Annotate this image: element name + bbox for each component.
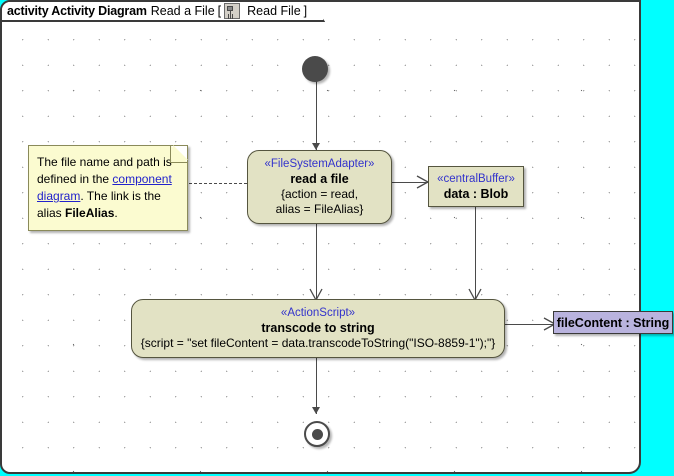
bracket-close: ] [303, 3, 308, 18]
file-content-name: fileContent : String [556, 315, 670, 330]
object-node-central-buffer[interactable]: «centralBuffer» data : Blob [428, 166, 524, 207]
edge-read-to-transcode [316, 224, 317, 299]
note-fold-corner [170, 146, 187, 163]
note-alias-bold: FileAlias [65, 206, 115, 220]
central-buffer-name: data : Blob [443, 186, 509, 201]
edge-read-to-buffer [392, 182, 428, 183]
action-read-a-file[interactable]: «FileSystemAdapter» read a file {action … [247, 150, 392, 224]
edge-transcode-to-filecontent [505, 324, 555, 325]
edge-transcode-to-final [316, 358, 317, 414]
edge-initial-to-read-arrowhead [312, 143, 320, 150]
action-transcode-name: transcode to string [261, 321, 375, 335]
action-transcode-to-string[interactable]: «ActionScript» transcode to string {scri… [131, 299, 505, 358]
object-node-file-content[interactable]: fileContent : String [553, 311, 673, 334]
action-read-stereotype: «FileSystemAdapter» [264, 158, 375, 170]
note-element[interactable]: The file name and path is defined in the… [28, 145, 188, 231]
central-buffer-stereotype: «centralBuffer» [437, 172, 515, 185]
diagram-keyword: activity Activity Diagram [7, 3, 147, 18]
action-read-name: read a file [290, 172, 349, 186]
diagram-canvas-grid [2, 22, 639, 472]
edge-buffer-to-transcode [475, 207, 476, 299]
tagged-element-name: Read File [247, 3, 301, 18]
note-anchor-line [189, 183, 247, 184]
note-link-component-diagram[interactable]: component diagram [37, 172, 172, 203]
action-transcode-script: {script = "set fileContent = data.transc… [140, 336, 496, 350]
edge-initial-to-read [316, 80, 317, 150]
initial-node[interactable] [302, 56, 328, 82]
component-node-icon [224, 3, 240, 19]
note-text-part2: . The link is the alias [37, 189, 161, 220]
activity-diagram-frame: activity Activity Diagram Read a File [ … [0, 0, 641, 474]
activity-final-node[interactable] [304, 421, 330, 447]
bracket-open: [ [217, 3, 222, 18]
diagram-name: Read a File [150, 3, 215, 18]
action-read-prop-line1: {action = read, [280, 187, 359, 201]
note-text-part3: . [114, 206, 118, 220]
edge-transcode-to-final-arrowhead [312, 407, 320, 414]
action-read-prop-line2: alias = FileAlias} [275, 202, 364, 216]
diagram-frame-header: activity Activity Diagram Read a File [ … [1, 1, 325, 22]
action-transcode-stereotype: «ActionScript» [280, 307, 356, 319]
note-text-part1: The file name and path is defined in the [37, 155, 172, 186]
